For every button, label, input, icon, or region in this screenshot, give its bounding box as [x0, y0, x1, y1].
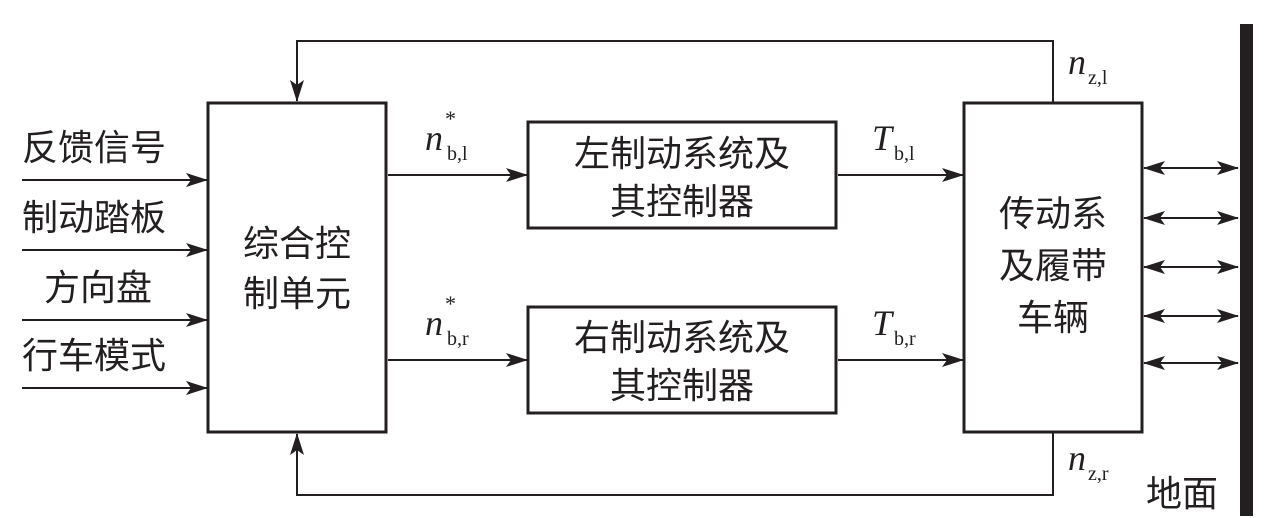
vehicle-block: 传动系 及履带 车辆: [962, 101, 1144, 434]
vehicle-label-line3: 车辆: [1017, 298, 1089, 339]
ground-bar: [1240, 24, 1253, 516]
nzl-main: n: [1068, 42, 1086, 82]
control-unit-label-line1: 综合控: [243, 224, 351, 265]
nbr-main: n: [425, 303, 443, 343]
feedback-loop-bottom: [290, 433, 1054, 496]
ground-contact-arrows: [1143, 161, 1239, 370]
ground-label: 地面: [1146, 474, 1218, 515]
nbl-main: n: [425, 118, 443, 158]
nbl-sub: b,l: [447, 143, 468, 165]
input-label-mode: 行车模式: [22, 336, 166, 377]
nbl-star: *: [445, 106, 456, 131]
vehicle-label-line1: 传动系: [999, 194, 1107, 235]
tbl-main: T: [872, 118, 895, 158]
right-brake-label-line1: 右制动系统及: [574, 318, 790, 359]
right-brake-label-line2: 其控制器: [610, 366, 754, 407]
nzr-sub: z,r: [1088, 463, 1109, 485]
tbr-main: T: [872, 303, 895, 343]
vehicle-box: [962, 101, 1144, 434]
control-unit-box: [206, 101, 388, 434]
input-arrows: [22, 173, 208, 395]
vehicle-label-line2: 及履带: [999, 246, 1107, 287]
nbr-sub: b,r: [447, 328, 469, 350]
control-unit-block: 综合控 制单元: [206, 101, 388, 434]
left-brake-label-line2: 其控制器: [610, 182, 754, 223]
tbr-sub: b,r: [894, 328, 916, 350]
control-unit-label-line2: 制单元: [243, 274, 351, 315]
feedback-loop-top: [290, 40, 1054, 102]
right-brake-block: 右制动系统及 其控制器: [526, 305, 838, 415]
left-brake-label-line1: 左制动系统及: [574, 134, 790, 175]
left-brake-box: [526, 120, 838, 230]
right-brake-box: [526, 305, 838, 415]
tbl-sub: b,l: [894, 143, 915, 165]
signal-label-nbr: n* b,r: [425, 291, 469, 350]
input-label-steering: 方向盘: [44, 268, 152, 309]
signal-label-nbl: n* b,l: [425, 106, 468, 165]
input-label-feedback: 反馈信号: [22, 128, 166, 169]
left-brake-block: 左制动系统及 其控制器: [526, 120, 838, 230]
nbr-star: *: [445, 291, 456, 316]
nzl-sub: z,l: [1088, 67, 1108, 89]
input-label-pedal: 制动踏板: [22, 198, 166, 239]
nzr-main: n: [1068, 438, 1086, 478]
